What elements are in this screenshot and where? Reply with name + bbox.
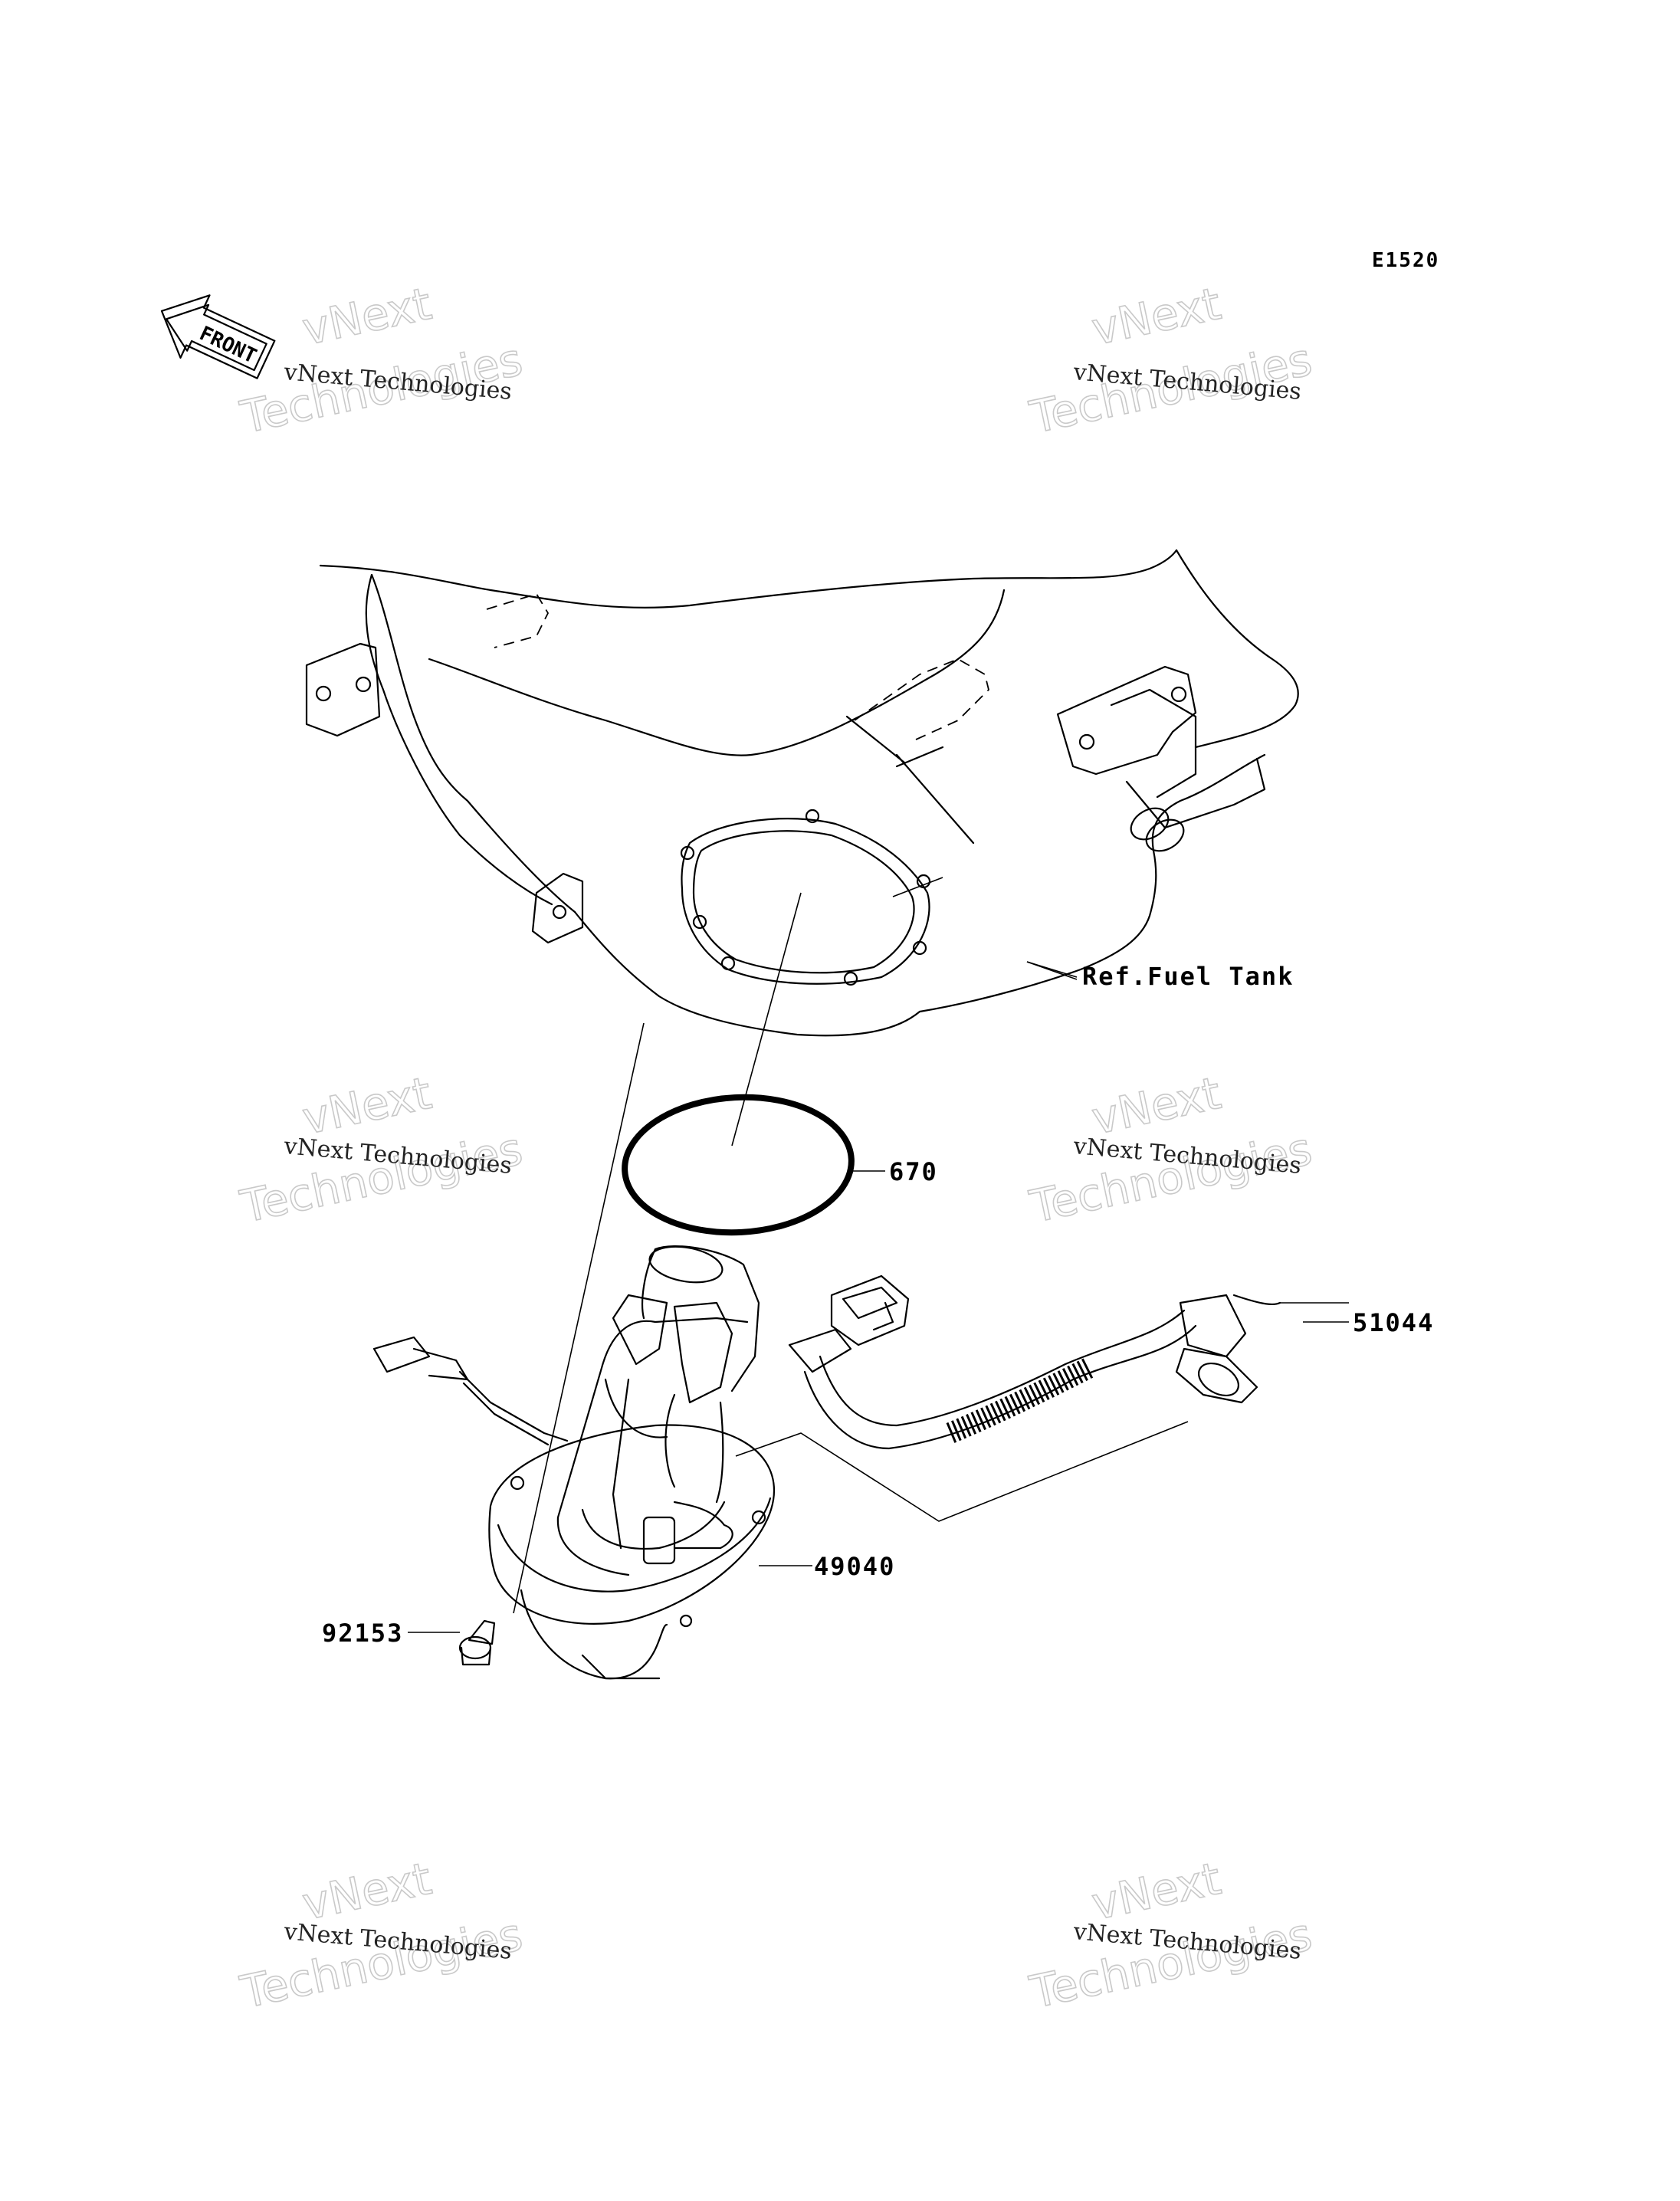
watermark-big-line1: vNext (298, 1852, 436, 1930)
watermark-big-line2: Technologies (236, 1908, 527, 2019)
callout-o-ring-label: 670 (889, 1157, 938, 1186)
assembly-line-bolt (513, 1022, 645, 1614)
assembly-line-tank (892, 877, 943, 897)
fuel-pump-drawing (372, 1245, 776, 1680)
watermark-big-line1: vNext (298, 277, 436, 356)
callout-pump: 49040 (759, 1552, 895, 1581)
watermark-mid-left: vNext Technologies vNext Technologies (235, 1066, 527, 1234)
callout-bolt: 92153 (322, 1619, 460, 1648)
watermark-big-line1: vNext (298, 1067, 436, 1145)
bolt-part (458, 1619, 496, 1666)
watermark-big-line1: vNext (1088, 1852, 1226, 1930)
assembly-line-oring (731, 892, 802, 1146)
watermark-top-left: vNext Technologies vNext Technologies (235, 277, 527, 444)
diagram-code: E1520 (1372, 249, 1439, 272)
watermark-mid-right: vNext Technologies vNext Technologies (1025, 1066, 1317, 1234)
watermark-bottom-left: vNext Technologies vNext Technologies (235, 1852, 527, 2019)
watermark-top-right: vNext Technologies vNext Technologies (1025, 277, 1317, 444)
callout-fuel-tank-label: Ref.Fuel Tank (1082, 962, 1294, 991)
front-arrow-icon: FRONT (160, 294, 276, 379)
watermark-big-line2: Technologies (1025, 1908, 1317, 2019)
fuel-hose-drawing (788, 1274, 1349, 1450)
watermark-bottom-right: vNext Technologies vNext Technologies (1025, 1852, 1317, 2019)
watermark-big-line1: vNext (1088, 277, 1226, 356)
watermark-big-line2: Technologies (236, 1123, 527, 1233)
callout-fuel-tank: Ref.Fuel Tank (1026, 961, 1294, 991)
assembly-line-hose (735, 1421, 1189, 1522)
watermark-big-line1: vNext (1088, 1067, 1226, 1145)
watermark-big-line2: Technologies (1025, 1123, 1317, 1233)
callout-bolt-label: 92153 (322, 1619, 403, 1648)
callout-o-ring: 670 (849, 1157, 938, 1186)
callout-hose: 51044 (1303, 1308, 1434, 1337)
callout-pump-label: 49040 (814, 1552, 895, 1581)
o-ring-part (622, 1094, 855, 1236)
callout-hose-label: 51044 (1353, 1308, 1434, 1337)
fuel-tank-drawing (305, 549, 1299, 1037)
